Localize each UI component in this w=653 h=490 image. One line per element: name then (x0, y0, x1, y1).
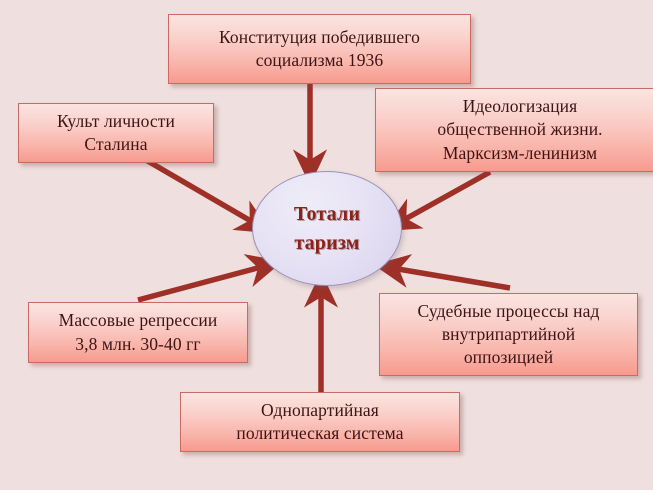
node-one-party-system-label: Однопартийная политическая система (236, 399, 404, 443)
node-show-trials-label: Судебные процессы над внутрипартийной оп… (417, 300, 600, 368)
arrow-trials (373, 254, 511, 291)
arrow-repressions (137, 254, 284, 303)
node-ideologization[interactable]: Идеологизация общественной жизни. Маркси… (375, 88, 653, 172)
node-mass-repressions[interactable]: Массовые репрессии 3,8 млн. 30-40 гг (28, 302, 248, 363)
node-cult-of-personality[interactable]: Культ личности Сталина (18, 103, 214, 163)
node-one-party-system[interactable]: Однопартийная политическая система (180, 392, 460, 452)
node-constitution-label: Конституция победившего социализма 1936 (219, 26, 420, 70)
arrow-ideology (383, 169, 492, 232)
node-mass-repressions-label: Массовые репрессии 3,8 млн. 30-40 гг (58, 310, 218, 354)
arrow-cult (144, 157, 273, 234)
node-ideologization-label: Идеологизация общественной жизни. Маркси… (437, 96, 603, 163)
node-show-trials[interactable]: Судебные процессы над внутрипартийной оп… (379, 293, 638, 376)
center-node-label: Тотали таризм (293, 203, 361, 254)
center-node-totalitarianism[interactable]: Тотали таризм (252, 171, 402, 286)
node-cult-of-personality-label: Культ личности Сталина (56, 110, 176, 154)
node-constitution[interactable]: Конституция победившего социализма 1936 (168, 14, 471, 84)
